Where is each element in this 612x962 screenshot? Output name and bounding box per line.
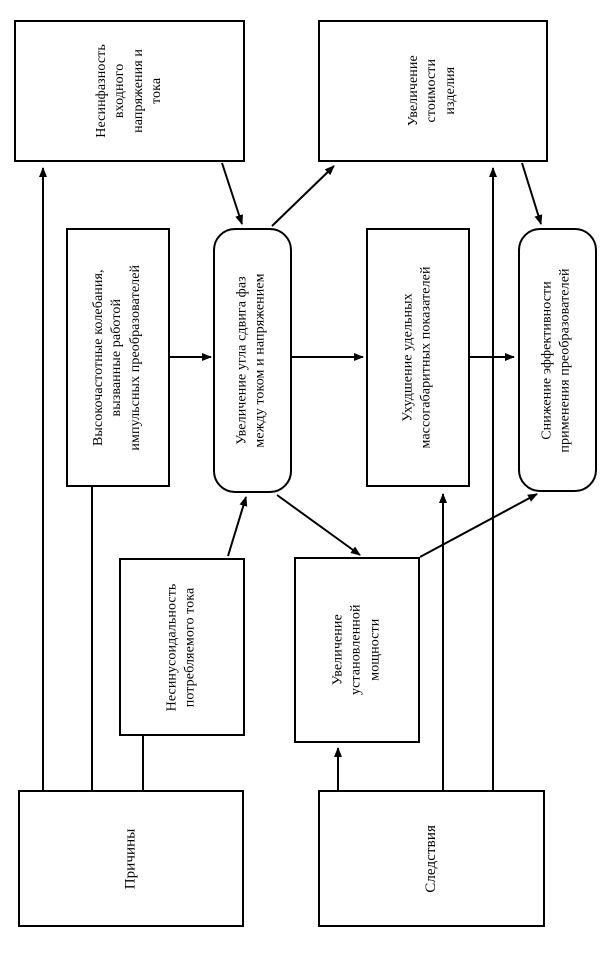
- edge-ugol-sdviga-to-stoimost: [271, 165, 335, 227]
- edge-nesinfaznost-to-ugol-sdviga: [221, 162, 243, 225]
- node-vysokochastotnye-kolebaniya-label: Высокочастотные колебания, вызванные раб…: [91, 264, 144, 451]
- node-ustanovlennaya-moshchnost[interactable]: Увеличение установленной мощности: [294, 557, 420, 743]
- edge-ugol-sdviga-to-ustanovlennaya-moshchnost: [276, 494, 361, 556]
- node-nesinfaznost-label: Несинфазность входного напряжения и тока: [93, 44, 164, 138]
- edge-stoimost-to-snizhenie-effektivnosti: [521, 162, 543, 225]
- edge-nesinusoidalnost-to-ugol-sdviga: [227, 496, 248, 557]
- edge-ustanovlennaya-moshchnost-to-snizhenie-effektivnosti: [419, 493, 538, 558]
- node-ugol-sdviga-faz-label: Увеличение угла сдвига фаз между током и…: [235, 273, 269, 448]
- node-snizhenie-effektivnosti[interactable]: Снижение эффективности применения преобр…: [518, 228, 597, 492]
- legend-prichiny[interactable]: Причины: [18, 790, 244, 927]
- node-nesinfaznost[interactable]: Несинфазность входного напряжения и тока: [14, 20, 245, 162]
- node-ugol-sdviga-faz[interactable]: Увеличение угла сдвига фаз между током и…: [213, 228, 292, 493]
- node-massogabaritnye-pokazateli[interactable]: Ухудшение удельных массогабаритных показ…: [366, 228, 470, 487]
- node-massogabaritnye-pokazateli-label: Ухудшение удельных массогабаритных показ…: [400, 266, 435, 449]
- node-nesinusoidalnost-toka[interactable]: Несинусоидальность потребляемого тока: [119, 558, 245, 736]
- node-vysokochastotnye-kolebaniya[interactable]: Высокочастотные колебания, вызванные раб…: [66, 228, 170, 487]
- node-uvelichenie-stoimosti-label: Увеличение стоимости изделия: [406, 55, 459, 127]
- legend-sledstviya-label: Следствия: [422, 824, 439, 893]
- legend-sledstviya[interactable]: Следствия: [318, 790, 545, 927]
- node-ustanovlennaya-moshchnost-label: Увеличение установленной мощности: [330, 604, 383, 696]
- legend-prichiny-label: Причины: [122, 828, 139, 889]
- node-nesinusoidalnost-toka-label: Несинусоидальность потребляемого тока: [164, 583, 198, 711]
- node-uvelichenie-stoimosti[interactable]: Увеличение стоимости изделия: [318, 20, 548, 162]
- node-snizhenie-effektivnosti-label: Снижение эффективности применения преобр…: [540, 267, 574, 453]
